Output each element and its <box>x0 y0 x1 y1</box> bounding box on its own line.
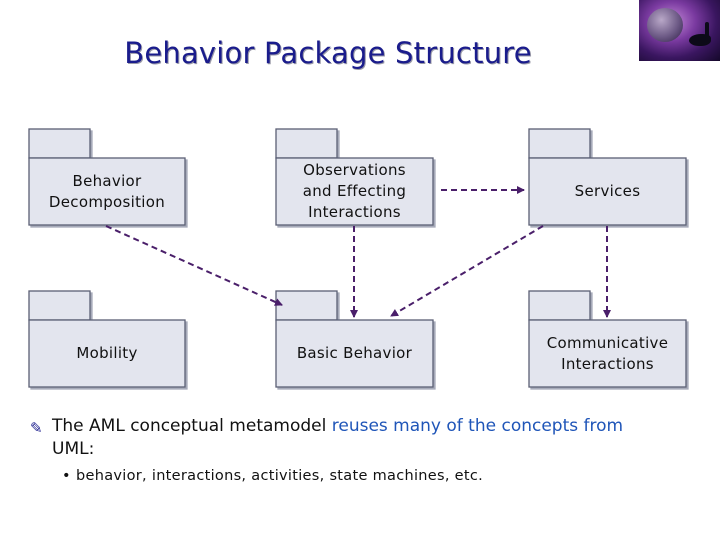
bullet-highlight: reuses many of the concepts from <box>331 416 624 436</box>
package-label-observations: Observations and Effecting Interactions <box>302 161 407 221</box>
package-label-mobility: Mobility <box>76 344 138 362</box>
bird-neck <box>705 22 709 38</box>
package-services <box>528 128 687 226</box>
package-label-behavior-decomposition: Behavior Decomposition <box>48 171 166 211</box>
dep-services-to-basic <box>390 225 544 317</box>
package-basic-behavior <box>275 290 434 388</box>
corner-photo <box>639 0 720 61</box>
package-mobility <box>28 290 186 388</box>
bullet-main-text: The AML conceptual metamodel reuses many… <box>52 416 624 459</box>
package-label-services: Services <box>574 182 641 200</box>
slide-title: Behavior Package Structure <box>124 36 532 70</box>
dot-bullet-icon: • <box>62 468 71 484</box>
package-communicative <box>528 290 687 388</box>
package-behavior-decomposition <box>28 128 186 226</box>
package-observations <box>275 128 434 226</box>
rock-shape <box>647 8 683 42</box>
dep-behavior-decomposition-to-basic <box>105 225 283 306</box>
package-label-communicative: Communicative Interactions <box>546 333 669 373</box>
bullet-sub: •behavior, interactions, activities, sta… <box>62 468 484 484</box>
pencil-icon: ✎ <box>30 419 43 437</box>
package-label-basic-behavior: Basic Behavior <box>296 344 413 362</box>
